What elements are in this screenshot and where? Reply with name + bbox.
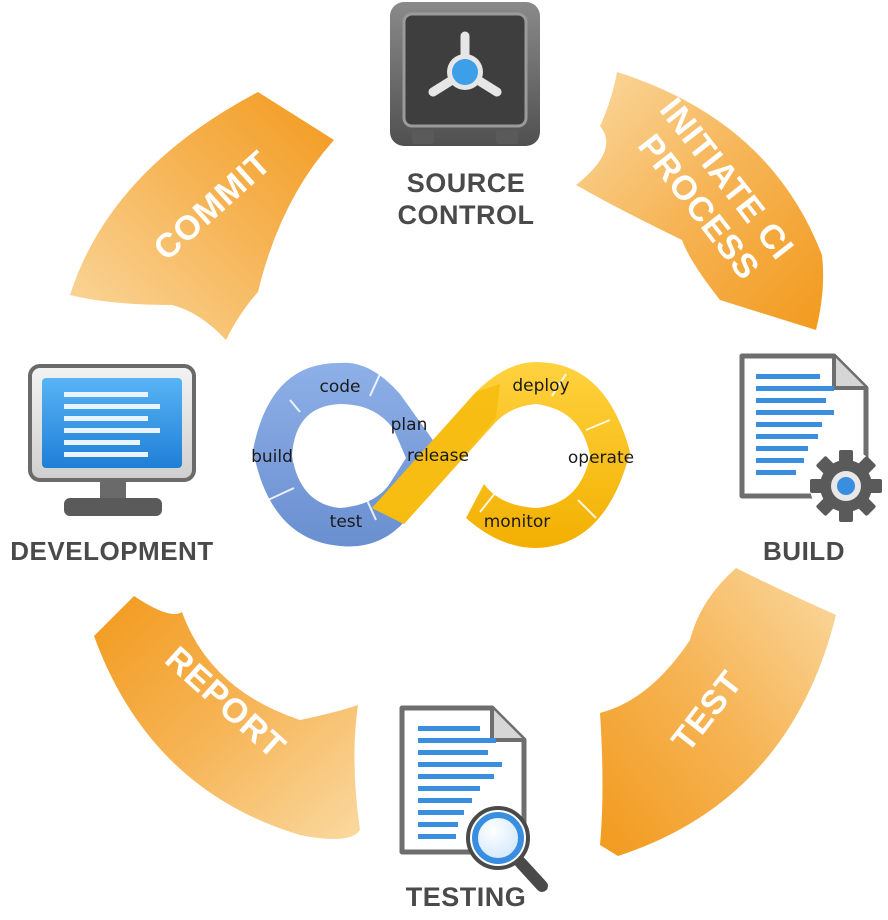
development-node: DEVELOPMENT bbox=[10, 364, 213, 566]
test-arrow: TEST bbox=[600, 568, 836, 856]
loop-label-deploy: deploy bbox=[512, 376, 569, 396]
magnifier-icon bbox=[466, 806, 548, 892]
testing-label: TESTING bbox=[406, 882, 527, 912]
document-gear-icon bbox=[739, 353, 882, 522]
development-label: DEVELOPMENT bbox=[10, 536, 213, 566]
loop-label-plan: plan bbox=[391, 415, 428, 435]
source-control-label-line1: SOURCE bbox=[407, 168, 526, 198]
loop-label-monitor: monitor bbox=[484, 512, 551, 532]
loop-label-build: build bbox=[251, 447, 293, 467]
loop-label-code: code bbox=[320, 377, 361, 397]
loop-label-release: release bbox=[407, 446, 469, 466]
document-magnifier-icon bbox=[399, 705, 548, 892]
safe-icon bbox=[390, 2, 540, 146]
loop-label-operate: operate bbox=[568, 448, 634, 468]
devops-infinity-loop: code plan build release test deploy oper… bbox=[251, 362, 634, 548]
gear-icon bbox=[810, 450, 882, 522]
report-arrow: REPORT bbox=[94, 596, 360, 839]
source-control-node: SOURCE CONTROL bbox=[390, 2, 540, 230]
testing-node: TESTING bbox=[399, 705, 548, 912]
loop-label-test: test bbox=[330, 512, 363, 532]
build-label: BUILD bbox=[763, 536, 845, 566]
build-node: BUILD bbox=[739, 353, 882, 566]
devops-yellow-loop bbox=[372, 362, 630, 548]
initiate-ci-arrow: INITIATE CI PROCESS bbox=[576, 72, 824, 330]
commit-arrow: COMMIT bbox=[70, 92, 334, 340]
monitor-icon bbox=[28, 364, 196, 516]
source-control-label-line2: CONTROL bbox=[398, 200, 535, 230]
